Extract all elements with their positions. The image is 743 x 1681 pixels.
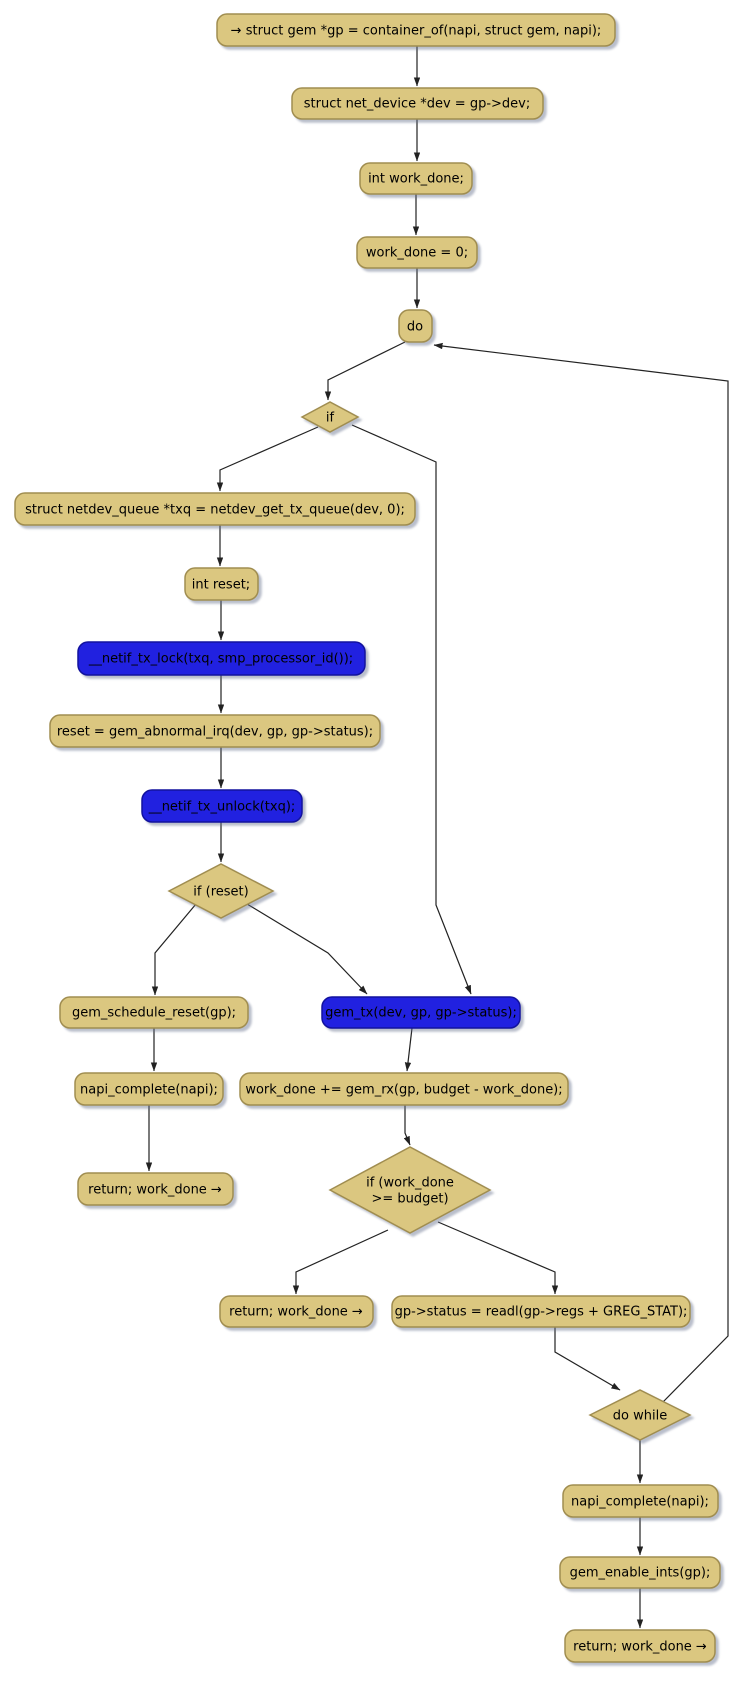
- node-if: if: [300, 401, 360, 433]
- node-tx-lock-shape: [77, 641, 366, 676]
- node-napi-complete-2-shape: [562, 1484, 719, 1518]
- edge-do-while-true-loop-to-do: [433, 342, 729, 1403]
- node-tx-lock: __netif_tx_lock(txq, smp_processor_id())…: [77, 641, 366, 676]
- node-if-budget-label-line1: if (work_done: [366, 1176, 454, 1191]
- node-return-2-shape: [219, 1295, 374, 1328]
- edge-if-reset-true-to-schedule-reset: [151, 903, 197, 996]
- edge-if-reset-false-to-gem-tx: [246, 903, 368, 995]
- edge-do-to-if: [324, 341, 406, 401]
- node-work-done-init-shape: [356, 236, 478, 269]
- node-if-reset: if (reset): [167, 863, 275, 919]
- node-abnormal-irq-shape: [49, 714, 381, 748]
- node-schedule-reset-label: gem_schedule_reset(gp);: [72, 1006, 236, 1021]
- node-net-device-shape: [291, 87, 544, 120]
- node-gem-tx-shape: [321, 996, 521, 1029]
- node-gem-rx-shape: [239, 1072, 569, 1106]
- edge-if-budget-false-to-read-status: [437, 1221, 559, 1295]
- node-work-done-decl-shape: [359, 162, 473, 195]
- node-do-while: do while: [588, 1389, 692, 1441]
- edge-gem-tx-to-gem-rx: [404, 1027, 413, 1072]
- node-reset-decl: int reset;: [184, 567, 259, 601]
- node-net-device-label: struct net_device *dev = gp->dev;: [304, 97, 531, 112]
- node-if-reset-shape: [167, 863, 275, 919]
- node-if-budget-shape: [328, 1146, 492, 1234]
- node-if-budget: if (work_done >= budget): [328, 1146, 492, 1234]
- node-reset-decl-shape: [184, 567, 259, 601]
- node-work-done-decl-label: int work_done;: [368, 172, 464, 187]
- node-net-device: struct net_device *dev = gp->dev;: [291, 87, 544, 120]
- node-start: → struct gem *gp = container_of(napi, st…: [216, 13, 616, 47]
- node-napi-complete-1-shape: [74, 1072, 224, 1106]
- node-if-budget-label-line2: >= budget): [371, 1192, 448, 1207]
- node-txq-shape: [14, 492, 416, 526]
- node-napi-complete-2: napi_complete(napi);: [562, 1484, 719, 1518]
- node-gem-tx: gem_tx(dev, gp, gp->status);: [321, 996, 521, 1029]
- node-return-3: return; work_done →: [564, 1629, 716, 1663]
- node-start-label: → struct gem *gp = container_of(napi, st…: [231, 24, 602, 39]
- node-enable-ints-shape: [559, 1556, 721, 1589]
- node-reset-decl-label: int reset;: [192, 578, 250, 593]
- node-return-1: return; work_done →: [77, 1172, 234, 1206]
- node-gem-rx-label: work_done += gem_rx(gp, budget - work_do…: [245, 1083, 562, 1098]
- node-enable-ints-label: gem_enable_ints(gp);: [570, 1566, 711, 1581]
- node-abnormal-irq-label: reset = gem_abnormal_irq(dev, gp, gp->st…: [57, 725, 373, 740]
- node-if-label: if: [326, 411, 335, 426]
- edge-gem-rx-to-if-budget: [403, 1105, 411, 1146]
- node-do-label: do: [407, 320, 423, 335]
- edge-if-budget-true-to-return: [292, 1229, 389, 1295]
- node-txq-label: struct netdev_queue *txq = netdev_get_tx…: [25, 503, 405, 518]
- edges-layer: [145, 46, 729, 1629]
- node-do-shape: [398, 309, 433, 343]
- node-schedule-reset: gem_schedule_reset(gp);: [59, 996, 249, 1029]
- node-return-2: return; work_done →: [219, 1295, 374, 1328]
- node-abnormal-irq: reset = gem_abnormal_irq(dev, gp, gp->st…: [49, 714, 381, 748]
- node-if-shape: [300, 401, 360, 433]
- node-napi-complete-1: napi_complete(napi);: [74, 1072, 224, 1106]
- node-return-3-label: return; work_done →: [573, 1640, 707, 1655]
- edge-if-true-to-txq: [216, 426, 319, 492]
- node-read-status-label: gp->status = readl(gp->regs + GREG_STAT)…: [395, 1305, 688, 1320]
- node-enable-ints: gem_enable_ints(gp);: [559, 1556, 721, 1589]
- node-return-2-label: return; work_done →: [229, 1305, 363, 1320]
- node-napi-complete-2-label: napi_complete(napi);: [571, 1495, 709, 1510]
- node-tx-unlock-label: __netif_tx_unlock(txq);: [148, 800, 296, 815]
- node-tx-unlock-shape: [141, 789, 303, 823]
- node-tx-lock-label: __netif_tx_lock(txq, smp_processor_id())…: [88, 652, 353, 667]
- node-return-3-shape: [564, 1629, 716, 1663]
- node-gem-tx-label: gem_tx(dev, gp, gp->status);: [325, 1006, 517, 1021]
- node-work-done-init-label: work_done = 0;: [366, 246, 468, 261]
- node-gem-rx: work_done += gem_rx(gp, budget - work_do…: [239, 1072, 569, 1106]
- node-read-status: gp->status = readl(gp->regs + GREG_STAT)…: [391, 1295, 691, 1328]
- node-schedule-reset-shape: [59, 996, 249, 1029]
- edge-read-status-to-do-while: [554, 1327, 621, 1391]
- node-txq: struct netdev_queue *txq = netdev_get_tx…: [14, 492, 416, 526]
- node-return-1-shape: [77, 1172, 234, 1206]
- node-do: do: [398, 309, 433, 343]
- node-napi-complete-1-label: napi_complete(napi);: [80, 1083, 218, 1098]
- node-if-reset-label: if (reset): [193, 885, 248, 900]
- node-read-status-shape: [391, 1295, 691, 1328]
- node-start-shape: [216, 13, 616, 47]
- node-do-while-label: do while: [613, 1409, 667, 1424]
- edge-if-false-to-gem-tx: [351, 424, 472, 995]
- node-work-done-init: work_done = 0;: [356, 236, 478, 269]
- node-work-done-decl: int work_done;: [359, 162, 473, 195]
- node-do-while-shape: [588, 1389, 692, 1441]
- node-return-1-label: return; work_done →: [88, 1183, 222, 1198]
- node-tx-unlock: __netif_tx_unlock(txq);: [141, 789, 303, 823]
